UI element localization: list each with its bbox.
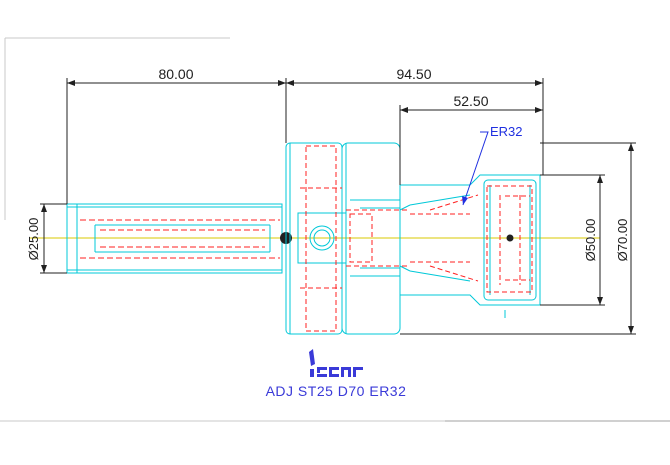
dim-shank-diameter: Ø25.00 <box>26 218 41 261</box>
tool-designation-caption: ADJ ST25 D70 ER32 <box>266 383 407 399</box>
dimension-lines <box>40 78 636 335</box>
dim-collet-length: 52.50 <box>453 93 488 109</box>
dimension-arrows <box>41 80 634 334</box>
nose-center-mark <box>506 234 514 242</box>
dim-body-length: 94.50 <box>396 66 431 82</box>
body-hidden-lines <box>300 145 533 332</box>
main-body <box>285 142 541 335</box>
sheet-border <box>0 37 670 422</box>
shank-hidden-lines <box>80 219 280 259</box>
dim-shank-length: 80.00 <box>158 66 193 82</box>
er32-leader-line <box>462 131 489 206</box>
iscar-logo <box>309 349 363 377</box>
dim-body-diameter: Ø70.00 <box>615 219 630 262</box>
er32-callout-label: ER32 <box>490 124 523 139</box>
dim-collet-diameter: Ø50.00 <box>583 219 598 262</box>
er32-leader-arrow <box>462 196 468 205</box>
